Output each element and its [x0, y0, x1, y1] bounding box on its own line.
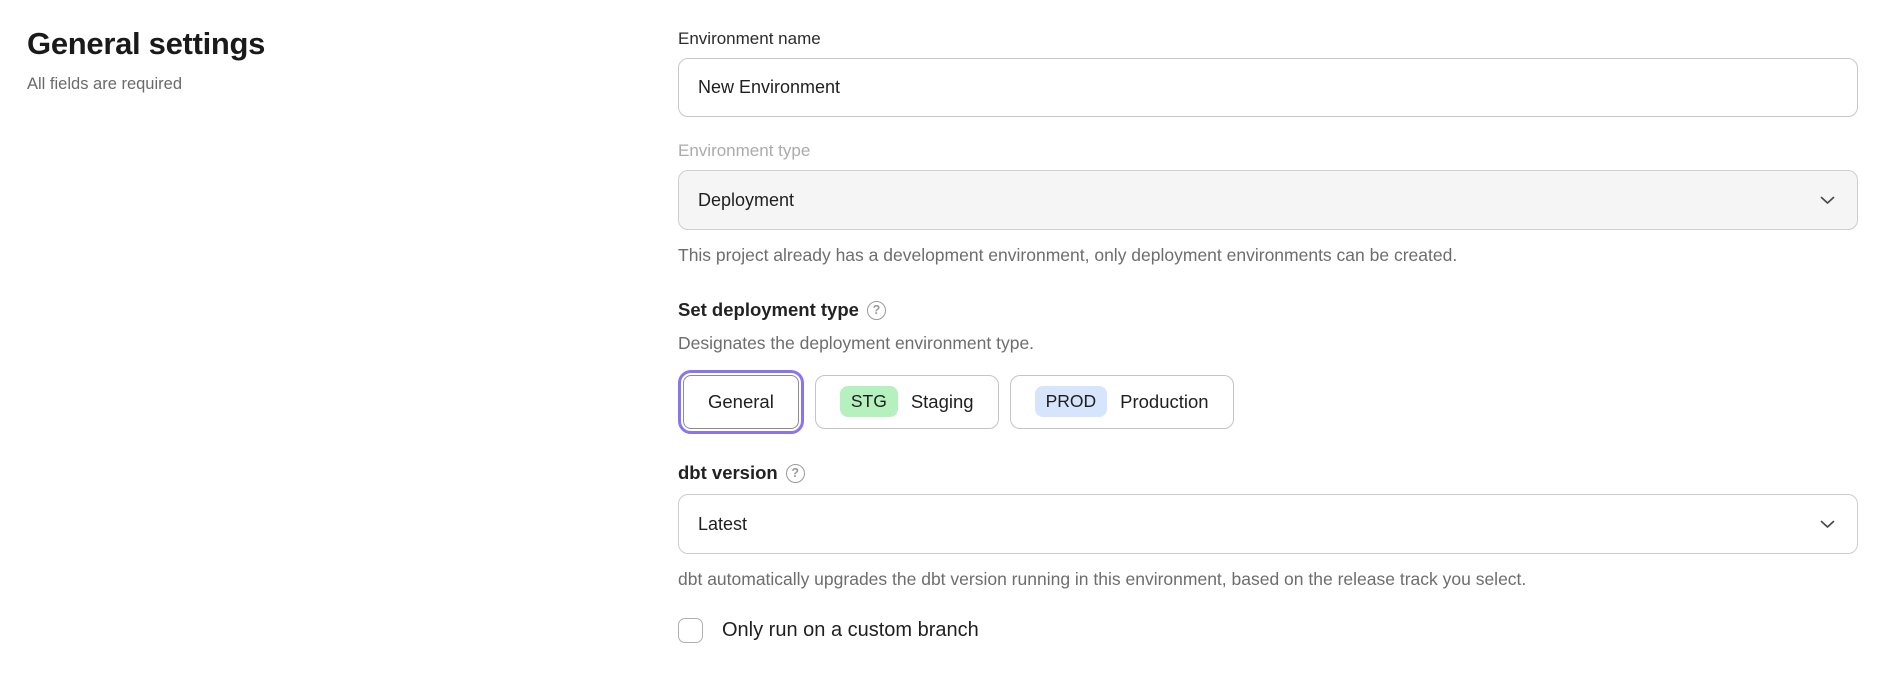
deployment-type-options: General STG Staging PROD Production [678, 368, 1858, 435]
dbt-version-value: Latest [698, 513, 748, 534]
deployment-option-staging-label: Staging [910, 390, 974, 412]
deployment-option-staging[interactable]: STG Staging [814, 374, 999, 429]
deployment-option-general-label: General [708, 390, 774, 412]
environment-form: Environment name Environment type Deploy… [678, 0, 1858, 643]
help-icon[interactable]: ? [785, 463, 805, 483]
dbt-version-select[interactable]: Latest [678, 494, 1858, 554]
deployment-option-production-label: Production [1120, 390, 1209, 412]
dbt-version-helper: dbt automatically upgrades the dbt versi… [678, 569, 1527, 589]
environment-type-select: Deployment [678, 170, 1858, 230]
deployment-option-production[interactable]: PROD Production [1009, 374, 1234, 429]
settings-header: General settings All fields are required [0, 0, 678, 94]
environment-type-value: Deployment [698, 189, 795, 210]
staging-badge: STG [839, 386, 898, 417]
environment-name-input[interactable] [678, 58, 1858, 117]
deployment-type-section: Set deployment type ? [678, 299, 1858, 321]
custom-branch-checkbox[interactable] [678, 618, 703, 643]
custom-branch-row[interactable]: Only run on a custom branch [678, 618, 1858, 643]
deployment-option-general-selected-ring: General [678, 369, 804, 434]
page-title: General settings [27, 26, 266, 61]
custom-branch-label: Only run on a custom branch [722, 619, 979, 641]
page-subtitle: All fields are required [27, 75, 182, 93]
deployment-option-general[interactable]: General [683, 374, 799, 429]
deployment-type-helper: Designates the deployment environment ty… [678, 333, 1035, 353]
general-settings-page: General settings All fields are required… [0, 0, 1858, 643]
dbt-version-section: dbt version ? [678, 462, 1858, 484]
environment-type-helper: This project already has a development e… [678, 245, 1458, 265]
chevron-down-icon [1820, 520, 1835, 529]
environment-type-label: Environment type [678, 141, 811, 160]
production-badge: PROD [1034, 386, 1108, 417]
environment-name-label: Environment name [678, 29, 821, 48]
dbt-version-label: dbt version [678, 462, 778, 483]
deployment-type-label: Set deployment type [678, 299, 859, 320]
chevron-down-icon [1820, 196, 1835, 205]
help-icon[interactable]: ? [866, 300, 886, 320]
